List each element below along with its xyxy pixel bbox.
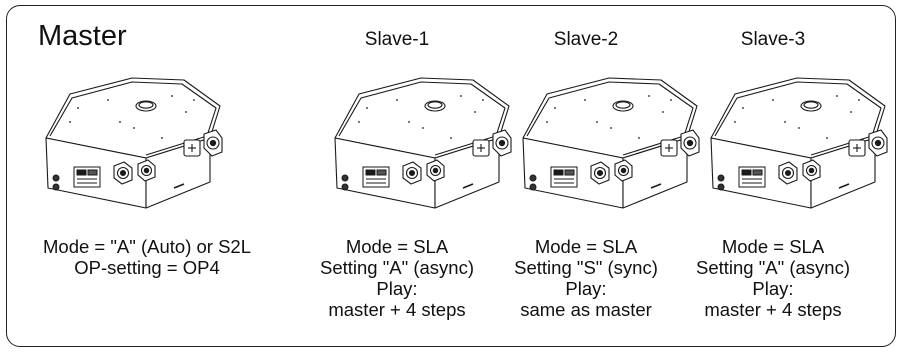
caption-line: master + 4 steps bbox=[704, 299, 842, 320]
caption-line: Play: bbox=[565, 278, 607, 299]
caption-line: master + 4 steps bbox=[328, 299, 466, 320]
master-title: Master bbox=[38, 20, 127, 52]
caption-line: OP-setting = OP4 bbox=[74, 257, 220, 278]
caption-line: Mode = SLA bbox=[721, 236, 825, 257]
diagram-frame bbox=[6, 5, 896, 347]
slave-2-caption: Mode = SLA Setting "S" (sync) Play: same… bbox=[496, 236, 676, 320]
master-caption: Mode = "A" (Auto) or S2L OP-setting = OP… bbox=[37, 236, 257, 278]
slave-2-device-image bbox=[511, 60, 711, 220]
slave-3-device-image bbox=[699, 60, 899, 220]
caption-line: same as master bbox=[520, 299, 652, 320]
caption-line: Setting "A" (async) bbox=[320, 257, 474, 278]
caption-line: Play: bbox=[376, 278, 418, 299]
slave-1-device-image bbox=[323, 60, 523, 220]
slave-1-title: Slave-1 bbox=[364, 29, 430, 50]
caption-line: Mode = SLA bbox=[345, 236, 449, 257]
caption-line: Setting "A" (async) bbox=[696, 257, 850, 278]
slave-3-caption: Mode = SLA Setting "A" (async) Play: mas… bbox=[683, 236, 863, 320]
caption-line: Setting "S" (sync) bbox=[514, 257, 658, 278]
slave-1-caption: Mode = SLA Setting "A" (async) Play: mas… bbox=[307, 236, 487, 320]
slave-3-title: Slave-3 bbox=[740, 29, 806, 50]
caption-line: Mode = "A" (Auto) or S2L bbox=[43, 236, 251, 257]
caption-line: Play: bbox=[752, 278, 794, 299]
slave-2-title: Slave-2 bbox=[553, 29, 619, 50]
caption-line: Mode = SLA bbox=[534, 236, 638, 257]
master-device-image bbox=[34, 60, 234, 220]
